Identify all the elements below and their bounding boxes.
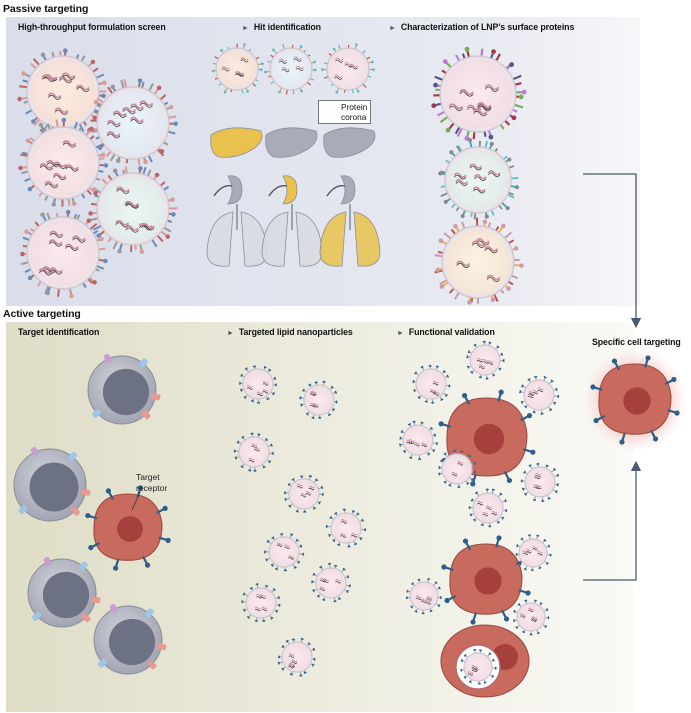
- liver-icon: [323, 127, 376, 158]
- screen-lnp-3: [18, 117, 109, 207]
- nontarget-cell-1: [87, 353, 161, 425]
- nontarget-cell-2: [13, 447, 91, 522]
- targeted-lnp-4: [283, 474, 324, 513]
- bound-lnp-5: [520, 462, 560, 503]
- targeted-lnp-panel-label-text: Targeted lipid nanoparticles: [238, 327, 353, 337]
- liver-icon: [210, 127, 263, 158]
- bound-lnp-6: [468, 488, 508, 528]
- targeted-lnp-8: [241, 582, 281, 623]
- validated-target-cell-2: [441, 535, 531, 625]
- hit-lnp-1: [211, 43, 264, 94]
- validation-panel-label: ► Functional validation: [397, 327, 495, 337]
- nontarget-cell-4: [93, 603, 167, 675]
- characterized-lnp-2: [438, 137, 520, 220]
- protein-corona-legend: Protein corona: [318, 100, 372, 124]
- characterization-panel-label: ► Characterization of LNP’s surface prote…: [389, 22, 574, 32]
- active-targeting-title: Active targeting: [3, 308, 81, 320]
- target-receptor-label: Target receptor: [136, 472, 167, 494]
- bound-lnp-7: [438, 449, 477, 489]
- arrowhead-icon: ►: [389, 25, 396, 32]
- target-receptor-line-2: receptor: [136, 483, 168, 493]
- bound-lnp-b3: [512, 599, 550, 636]
- targeted-lnp-panel-label: ► Targeted lipid nanoparticles: [227, 327, 353, 337]
- characterized-lnp-1: [431, 46, 527, 141]
- bound-lnp-3: [519, 375, 560, 415]
- targeted-lnp-5: [325, 508, 367, 548]
- lungs-icon: [319, 204, 381, 267]
- lungs-icon: [261, 204, 323, 267]
- internalized-lnp: [460, 648, 497, 685]
- outcome-target-cell: [590, 355, 680, 445]
- arrowhead-icon: ►: [242, 25, 249, 32]
- active-to-outcome-arrow: [583, 460, 642, 581]
- targeted-lnp-1: [238, 365, 278, 404]
- passive-to-outcome-arrow: [583, 173, 642, 329]
- targeted-lnp-7: [311, 562, 352, 603]
- targeted-lnp-6: [263, 532, 305, 572]
- receptor-pointer-line: [131, 491, 141, 511]
- target-receptor-line-1: Target: [136, 472, 160, 482]
- validated-target-cell-1: [438, 389, 536, 487]
- legend-line-1: Protein: [341, 102, 368, 112]
- targeted-lnp-2: [299, 380, 338, 420]
- hit-panel-label-text: Hit identification: [253, 22, 321, 32]
- bound-lnp-b2: [405, 577, 442, 615]
- bound-lnp-2: [412, 364, 451, 404]
- hit-panel-label: ► Hit identification: [242, 22, 321, 32]
- spleen-icon: [268, 175, 298, 205]
- bound-lnp-4: [398, 420, 439, 461]
- screen-lnp-4: [88, 166, 178, 255]
- screen-lnp-5: [20, 209, 108, 299]
- hit-lnp-3: [321, 43, 375, 94]
- bound-lnp-b1: [515, 534, 552, 572]
- screen-lnp-2: [87, 78, 178, 166]
- legend-line-2: corona: [341, 112, 367, 122]
- characterization-panel-label-text: Characterization of LNP’s surface protei…: [400, 22, 575, 32]
- screen-panel-label: High-throughput formulation screen: [18, 22, 166, 32]
- spleen-icon: [213, 175, 243, 205]
- validation-panel-label-text: Functional validation: [408, 327, 495, 337]
- passive-panel-background: [6, 17, 640, 306]
- hit-lnp-2: [264, 44, 317, 95]
- liver-icon: [265, 127, 318, 158]
- nontarget-cell-3: [27, 556, 101, 628]
- spleen-icon: [326, 175, 356, 205]
- arrowhead-icon: ►: [397, 330, 404, 337]
- arrowhead-icon: ►: [227, 330, 234, 337]
- target-id-panel-label: Target identification: [18, 327, 100, 337]
- characterized-lnp-3: [434, 217, 524, 305]
- specific-cell-targeting-label: Specific cell targeting: [592, 337, 681, 347]
- bound-lnp-1: [466, 340, 505, 380]
- targeted-lnp-9: [277, 637, 316, 677]
- target-cell: [85, 485, 171, 571]
- passive-targeting-title: Passive targeting: [3, 3, 89, 15]
- targeted-lnp-3: [233, 432, 274, 472]
